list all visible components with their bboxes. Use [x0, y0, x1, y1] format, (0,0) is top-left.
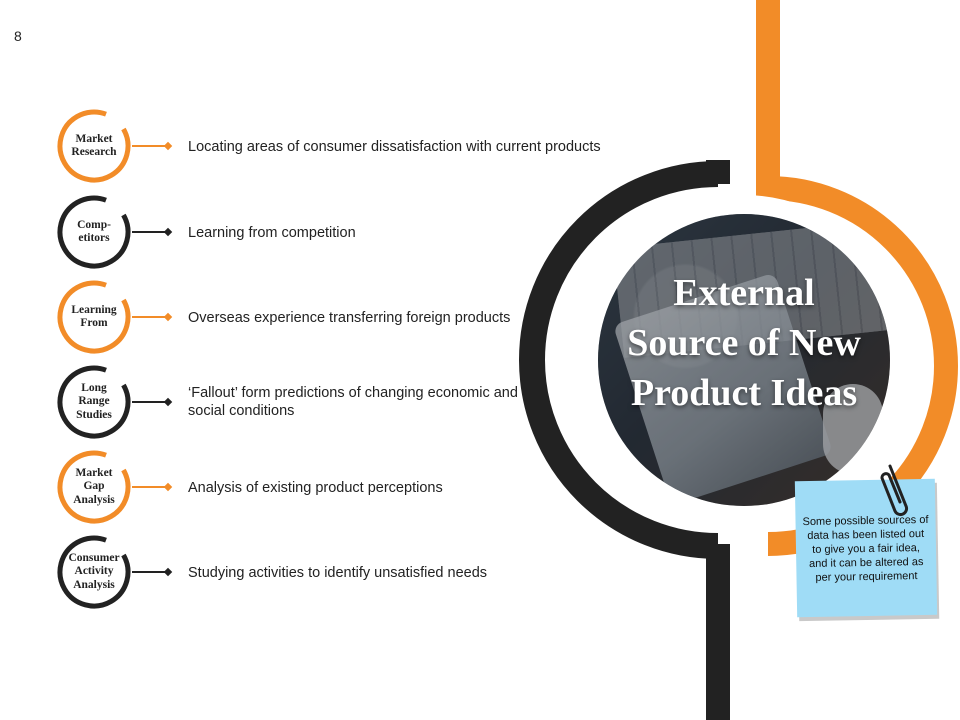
dark-arc [519, 161, 719, 559]
source-item: Comp- etitors Learning from competition [56, 194, 656, 270]
source-description: Locating areas of consumer dissatisfacti… [188, 139, 601, 155]
hero-title: External Source of New Product Ideas [627, 272, 861, 414]
ring-outline [57, 280, 131, 354]
source-description: Learning from competition [188, 225, 356, 241]
connector-line [132, 401, 168, 403]
ring-outline [57, 195, 131, 269]
white-ring [579, 195, 909, 525]
source-description: Overseas experience transferring foreign… [188, 310, 511, 326]
ring-outline [57, 365, 131, 439]
slide-number: 8 [14, 28, 22, 44]
source-ring: Long Range Studies [56, 364, 132, 440]
source-ring: Learning From [56, 279, 132, 355]
source-label: Learning From [71, 303, 117, 330]
source-ring: Market Gap Analysis [56, 449, 132, 525]
ring-outline [57, 450, 131, 524]
source-description: Analysis of existing product perceptions [188, 480, 443, 496]
dark-band-bottom [706, 544, 730, 720]
orange-band-top [756, 0, 780, 200]
dark-band-top [706, 160, 730, 184]
connector-line [132, 316, 168, 318]
source-ring: Consumer Activity Analysis [56, 534, 132, 610]
source-label: Market Research [71, 132, 117, 159]
ring-outline [57, 109, 131, 183]
source-description: ‘Fallout’ form predictions of changing e… [188, 385, 518, 419]
paperclip-icon [880, 464, 909, 517]
connector-line [132, 486, 168, 488]
source-label: Consumer Activity Analysis [68, 551, 120, 591]
sticky-note-text: Some possible sources of data has been l… [802, 513, 929, 584]
source-label: Comp- etitors [77, 218, 111, 245]
source-ring: Market Research [56, 108, 132, 184]
source-item: Consumer Activity Analysis Studying activ… [56, 534, 656, 610]
connector-line [132, 571, 168, 573]
source-item: Learning From Overseas experience transfe… [56, 279, 656, 355]
photo-shade [598, 214, 890, 506]
source-item: Long Range Studies ‘Fallout’ form predict… [56, 364, 656, 440]
connector-line [132, 231, 168, 233]
source-label: Long Range Studies [76, 381, 112, 421]
source-item: Market Research Locating areas of consume… [56, 108, 656, 184]
ring-outline [57, 535, 131, 609]
source-label: Market Gap Analysis [73, 466, 115, 506]
source-item: Market Gap Analysis Analysis of existing … [56, 449, 656, 525]
source-ring: Comp- etitors [56, 194, 132, 270]
hero-photo [598, 214, 890, 506]
source-description: Studying activities to identify unsatisf… [188, 565, 488, 581]
connector-line [132, 145, 168, 147]
photo-mouse [823, 384, 883, 474]
